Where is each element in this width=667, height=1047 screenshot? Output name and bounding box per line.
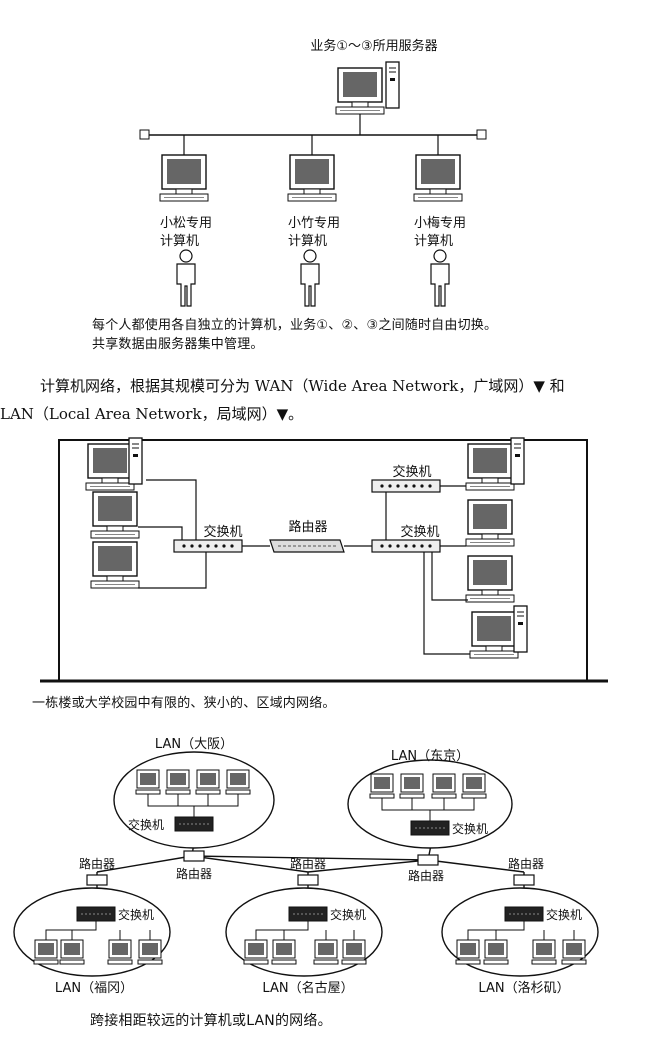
user-label-line1: 小竹专用 — [288, 216, 340, 231]
lan-switch-right-top — [371, 479, 441, 493]
lan-la-label: LAN（洛杉矶） — [478, 981, 569, 996]
wan-router-la — [513, 874, 535, 886]
wan-router-label: 路由器 — [508, 856, 544, 871]
lan-osaka-label: LAN（大阪） — [155, 737, 233, 752]
body-paragraph-line1: 计算机网络，根据其规模可分为 WAN（Wide Area Network，广域网… — [40, 377, 565, 395]
wan-diagram: LAN（大阪） 交换机 LAN（东京） 交换机 交换机 LAN（福冈） — [13, 737, 599, 996]
lan-osaka: LAN（大阪） 交换机 — [113, 737, 275, 849]
user-label-line2: 计算机 — [414, 234, 453, 249]
lan-tokyo-switch — [410, 820, 450, 836]
user-kotake: 小竹专用 计算机 — [287, 135, 340, 307]
lan-router — [269, 539, 345, 553]
user-label-line2: 计算机 — [288, 234, 327, 249]
wan-router-tokyo — [417, 854, 439, 866]
lan-tokyo-switch-label: 交换机 — [452, 821, 488, 836]
wan-router-nagoya — [297, 874, 319, 886]
wan-caption: 跨接相距较远的计算机或LAN的网络。 — [90, 1013, 332, 1029]
wan-router-osaka — [183, 850, 205, 862]
lan-fukuoka-switch — [76, 906, 116, 922]
lan-switch-left — [173, 539, 243, 553]
lan-diagram: 交换机 路由器 交换机 交换机 — [40, 437, 608, 683]
lan-switch-right-top-label: 交换机 — [392, 464, 431, 480]
top-diagram: 业务①～③所用服务器 小松专用 计算机 小竹专用 计算机 小梅专用 计算机 — [139, 38, 487, 307]
lan-fukuoka: 交换机 LAN（福冈） — [13, 887, 171, 996]
top-caption-line1: 每个人都使用各自独立的计算机，业务①、②、③之间随时自由切换。 — [92, 318, 498, 333]
lan-la-switch-label: 交换机 — [546, 907, 582, 922]
wan-router-label: 路由器 — [79, 856, 115, 871]
lan-fukuoka-label: LAN（福冈） — [55, 981, 133, 996]
lan-switch-right-bottom — [371, 539, 441, 553]
server-label: 业务①～③所用服务器 — [310, 38, 437, 54]
lan-osaka-switch — [174, 816, 214, 832]
lan-tokyo: LAN（东京） 交换机 — [347, 749, 513, 849]
wan-router-label: 路由器 — [290, 856, 326, 871]
lan-los-angeles: 交换机 LAN（洛杉矶） — [441, 887, 599, 996]
lan-router-label: 路由器 — [288, 519, 327, 535]
user-koume: 小梅专用 计算机 — [413, 135, 466, 307]
lan-nagoya-switch-label: 交换机 — [330, 907, 366, 922]
lan-nagoya-label: LAN（名古屋） — [262, 980, 353, 996]
lan-switch-left-label: 交换机 — [203, 524, 242, 540]
lan-caption: 一栋楼或大学校园中有限的、狭小的、区域内网络。 — [32, 696, 336, 711]
user-komatsu: 小松专用 计算机 — [159, 135, 212, 307]
user-label-line2: 计算机 — [160, 234, 199, 249]
lan-tokyo-label: LAN（东京） — [391, 749, 469, 764]
lan-switch-right-bottom-label: 交换机 — [400, 524, 439, 540]
lan-nagoya-switch — [288, 906, 328, 922]
user-label-line1: 小松专用 — [160, 216, 212, 231]
user-label-line1: 小梅专用 — [414, 216, 466, 231]
lan-la-switch — [504, 906, 544, 922]
wan-router-label: 路由器 — [408, 868, 444, 883]
top-caption-line2: 共享数据由服务器集中管理。 — [92, 337, 264, 352]
lan-nagoya: 交换机 LAN（名古屋） — [225, 887, 383, 996]
body-paragraph-line2: LAN（Local Area Network，局域网）▼。 — [0, 405, 304, 423]
wan-router-fukuoka — [86, 874, 108, 886]
wan-router-label: 路由器 — [176, 866, 212, 881]
lan-osaka-switch-label: 交换机 — [128, 817, 164, 832]
server-computer — [335, 61, 400, 115]
lan-fukuoka-switch-label: 交换机 — [118, 907, 154, 922]
